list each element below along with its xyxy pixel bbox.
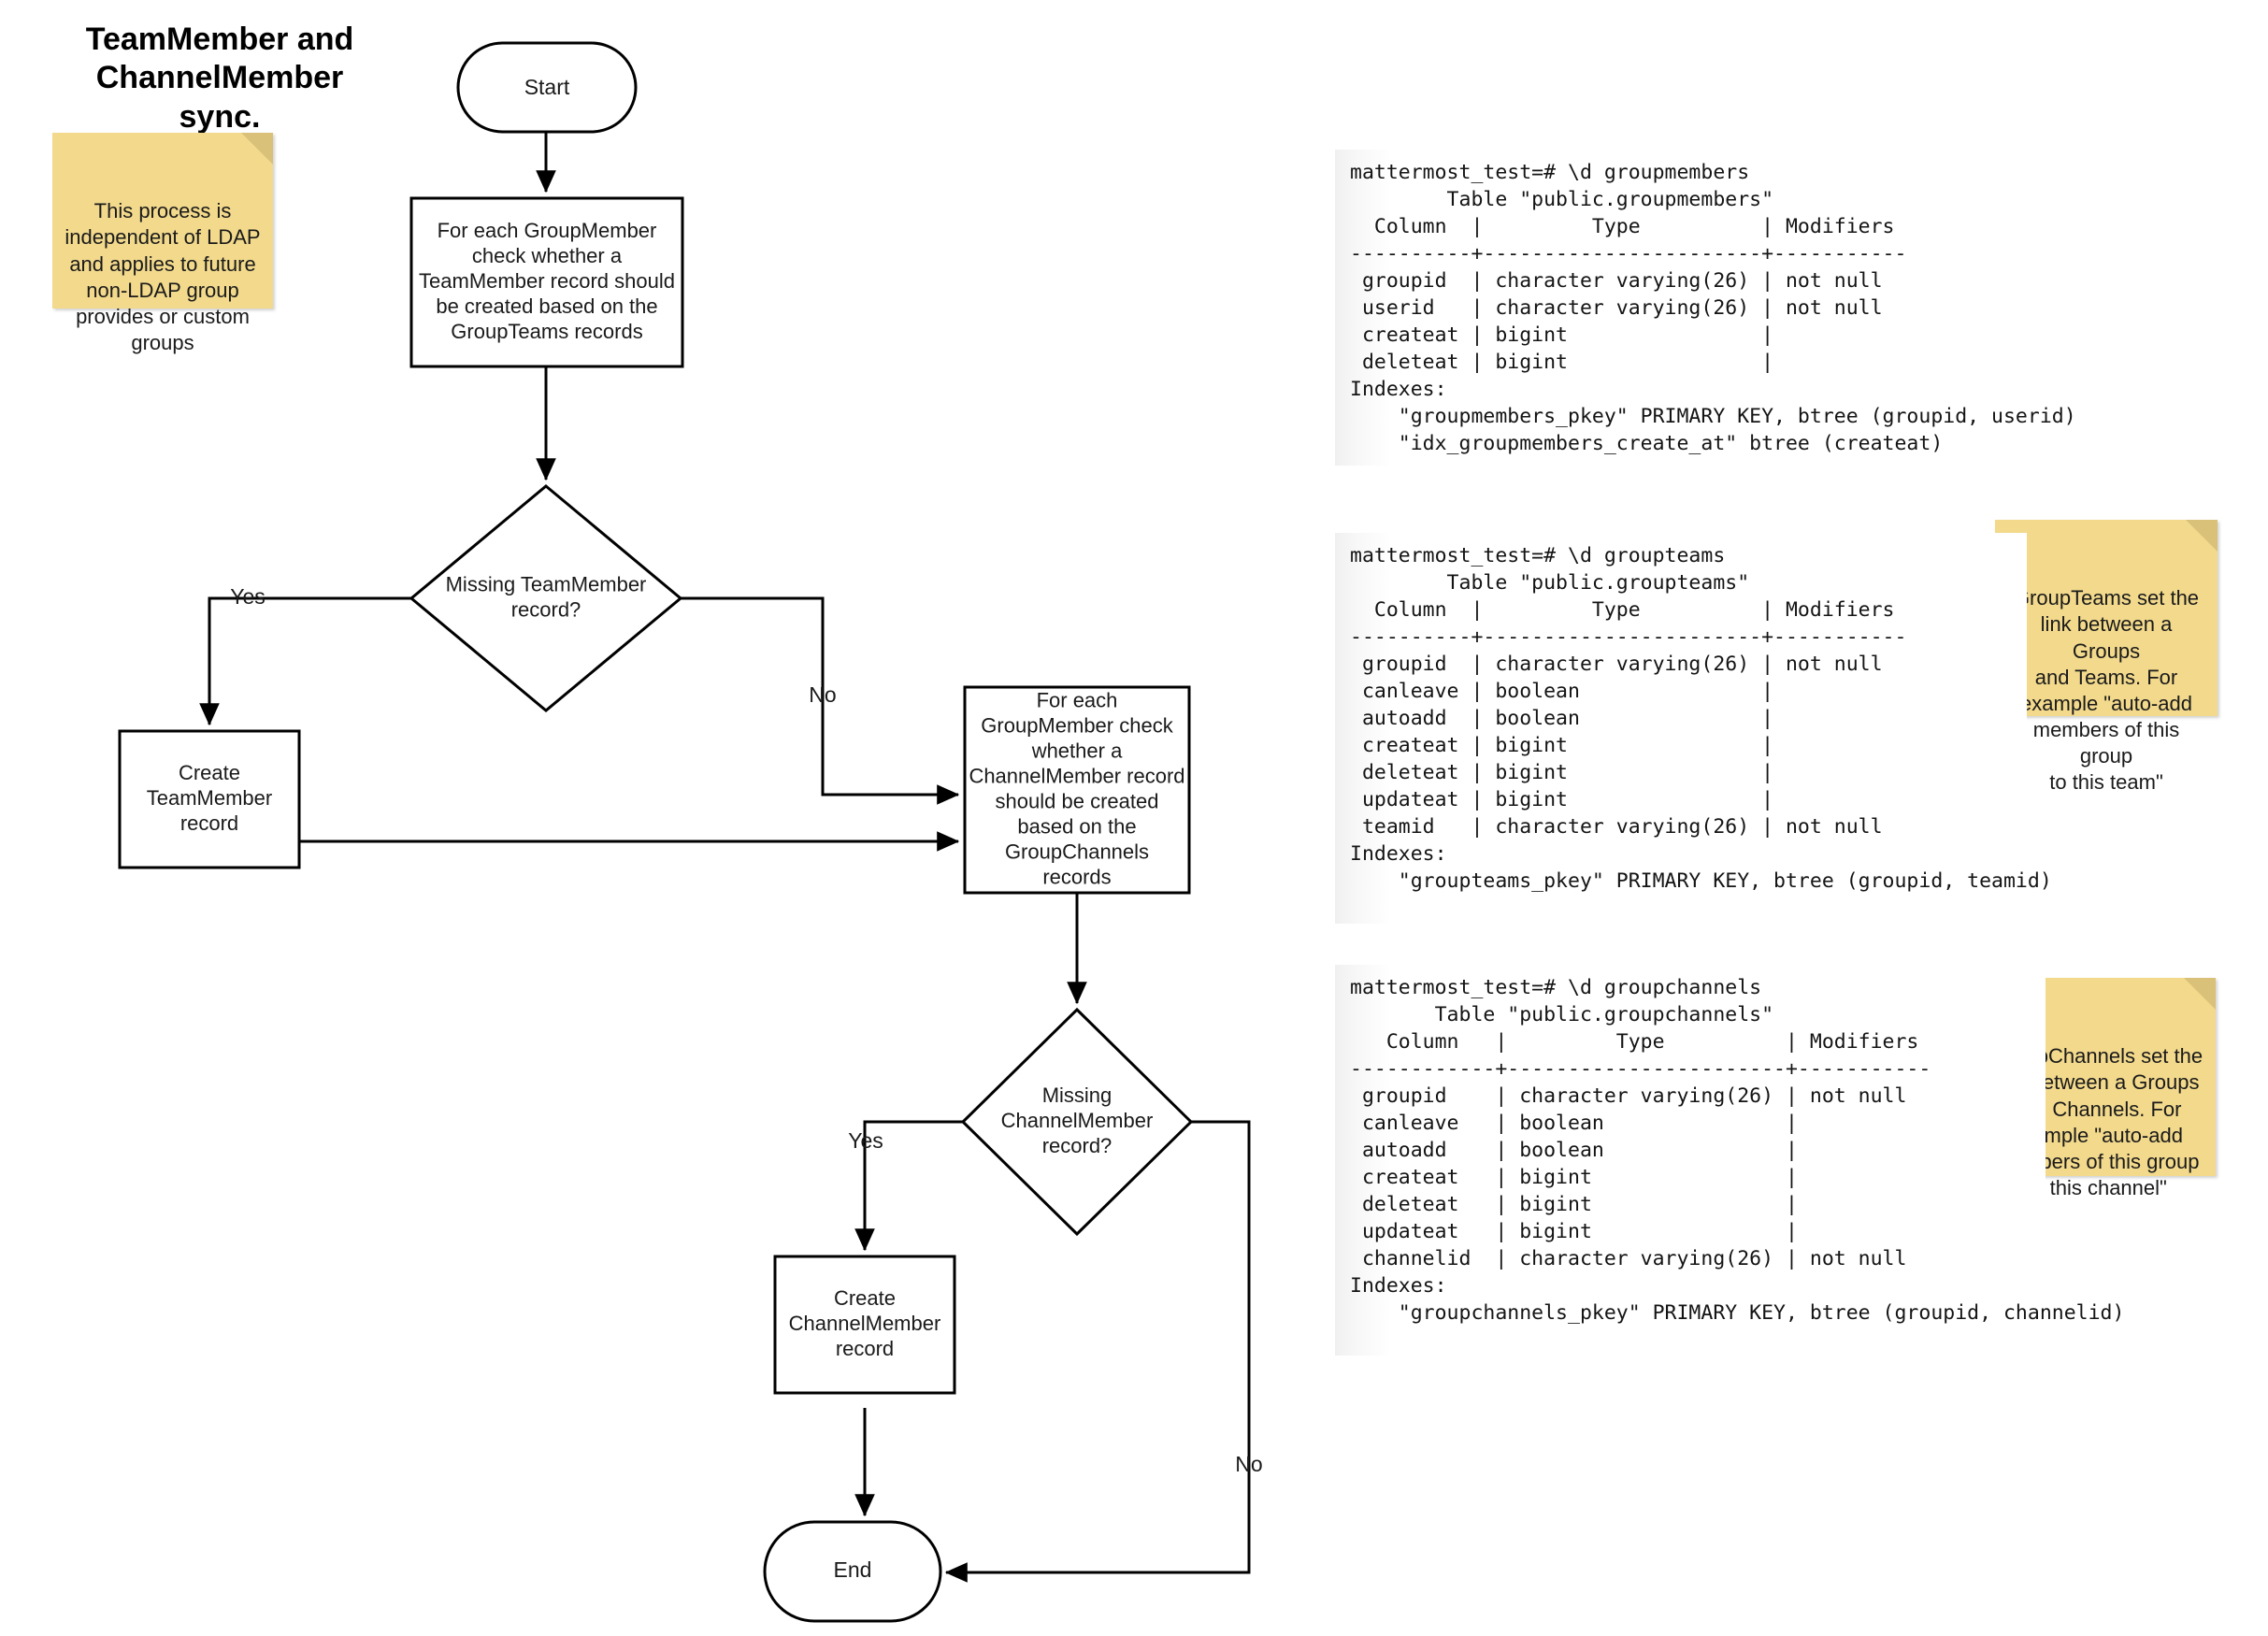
terminal-line: mattermost_test=# \d groupmembers xyxy=(1350,161,1750,184)
terminal-line: createat | bigint | xyxy=(1350,1166,1798,1189)
edge-decision-channelmember-yes xyxy=(854,1120,963,1252)
sticky-note-groupteams-text: GroupTeams set the link between a Groups… xyxy=(2013,586,2200,795)
terminal-line: Indexes: xyxy=(1350,378,1447,401)
edge-label-channelmember-no: No xyxy=(1235,1452,1262,1476)
terminal-line: canleave | boolean | xyxy=(1350,680,1774,703)
sticky-note-ldap: This process is independent of LDAP and … xyxy=(52,133,273,354)
terminal-line: Column | Type | Modifiers xyxy=(1350,215,1895,238)
terminal-line: mattermost_test=# \d groupchannels xyxy=(1350,976,1762,999)
edge-decision-teammember-no xyxy=(681,596,960,805)
terminal-line: "idx_groupmembers_create_at" btree (crea… xyxy=(1350,432,1944,455)
terminal-output-groupchannels: mattermost_test=# \d groupchannels Table… xyxy=(1335,965,2125,1356)
node-end-label: End xyxy=(834,1557,872,1582)
edge-label-teammember-yes: Yes xyxy=(230,584,266,609)
terminal-line: ------------+-----------------------+---… xyxy=(1350,1057,1931,1081)
terminal-line: Column | Type | Modifiers xyxy=(1350,598,1895,622)
node-end[interactable]: End xyxy=(763,1520,942,1623)
terminal-line: Table "public.groupmembers" xyxy=(1350,188,1774,211)
terminal-line: updateat | bigint | xyxy=(1350,788,1774,811)
terminal-line: channelid | character varying(26) | not … xyxy=(1350,1247,1907,1270)
terminal-line: Indexes: xyxy=(1350,1274,1447,1298)
sticky-note-ldap-text: This process is independent of LDAP and … xyxy=(65,199,261,355)
terminal-line: Column | Type | Modifiers xyxy=(1350,1030,1919,1054)
edge-decision-channelmember-no xyxy=(944,1120,1251,1583)
terminal-line: groupid | character varying(26) | not nu… xyxy=(1350,653,1883,676)
terminal-line: deleteat | bigint | xyxy=(1350,761,1774,784)
terminal-line: canleave | boolean | xyxy=(1350,1112,1798,1135)
terminal-line: createat | bigint | xyxy=(1350,734,1774,757)
edge-label-teammember-no: No xyxy=(809,682,836,707)
terminal-line: autoadd | boolean | xyxy=(1350,707,1774,730)
terminal-output-groupmembers: mattermost_test=# \d groupmembers Table … xyxy=(1335,150,2076,466)
page-title: TeamMember and ChannelMember sync. xyxy=(85,22,354,135)
terminal-line: updateat | bigint | xyxy=(1350,1220,1798,1243)
terminal-line: autoadd | boolean | xyxy=(1350,1139,1798,1162)
sticky-note-groupteams: GroupTeams set the link between a Groups… xyxy=(1995,520,2218,794)
terminal-line: groupid | character varying(26) | not nu… xyxy=(1350,1084,1907,1108)
terminal-line: ----------+-----------------------+-----… xyxy=(1350,625,1907,649)
terminal-line: "groupmembers_pkey" PRIMARY KEY, btree (… xyxy=(1350,405,2076,428)
terminal-line: "groupteams_pkey" PRIMARY KEY, btree (gr… xyxy=(1350,869,2052,893)
terminal-line: deleteat | bigint | xyxy=(1350,1193,1798,1216)
terminal-line: ----------+-----------------------+-----… xyxy=(1350,242,1907,265)
sticky-note-fold-icon xyxy=(2184,978,2216,1010)
sticky-note-fold-icon xyxy=(2186,520,2218,552)
node-start[interactable]: Start xyxy=(456,41,638,134)
terminal-line: deleteat | bigint | xyxy=(1350,351,1774,374)
sticky-note-fold-icon xyxy=(241,133,273,165)
edge-decision-teammember-yes xyxy=(199,596,411,726)
terminal-line: teamid | character varying(26) | not nul… xyxy=(1350,815,1883,839)
terminal-line: groupid | character varying(26) | not nu… xyxy=(1350,269,1883,293)
terminal-line: Table "public.groupchannels" xyxy=(1350,1003,1774,1026)
terminal-line: Indexes: xyxy=(1350,842,1447,866)
node-start-label: Start xyxy=(524,75,570,99)
terminal-line: Table "public.groupteams" xyxy=(1350,571,1750,595)
terminal-line: "groupchannels_pkey" PRIMARY KEY, btree … xyxy=(1350,1301,2125,1325)
terminal-output-groupteams: mattermost_test=# \d groupteams Table "p… xyxy=(1335,533,2052,924)
terminal-line: userid | character varying(26) | not nul… xyxy=(1350,296,1883,320)
edge-label-channelmember-yes: Yes xyxy=(848,1128,883,1153)
terminal-line: mattermost_test=# \d groupteams xyxy=(1350,544,1726,567)
terminal-line: createat | bigint | xyxy=(1350,323,1774,347)
